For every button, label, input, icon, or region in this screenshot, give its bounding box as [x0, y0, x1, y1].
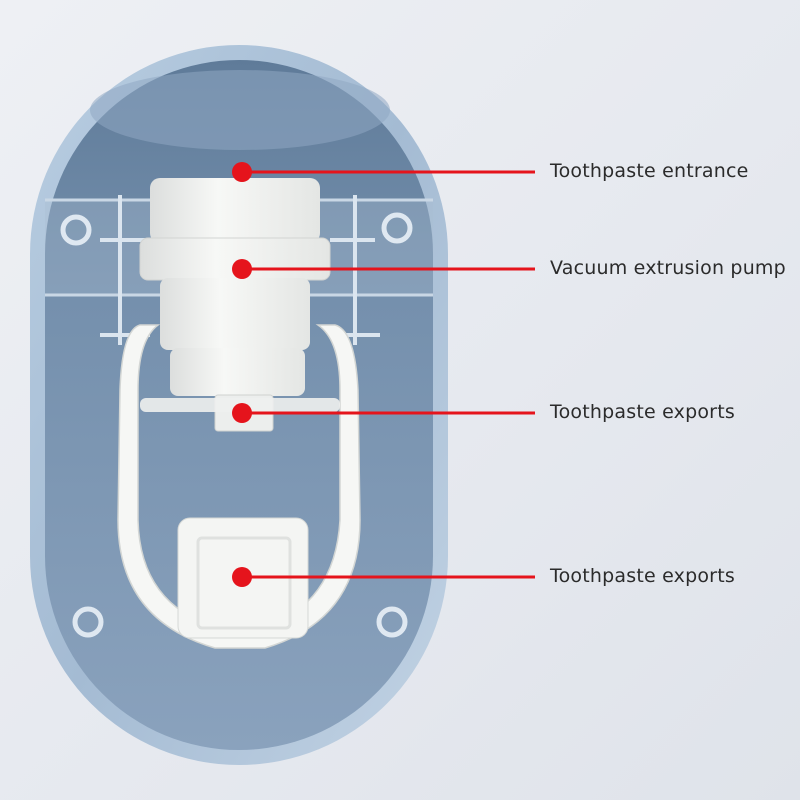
label-toothpaste-entrance: Toothpaste entrance [550, 160, 749, 182]
callout-dot-entrance [232, 162, 252, 182]
label-toothpaste-exports-lower: Toothpaste exports [550, 565, 735, 587]
label-vacuum-extrusion-pump: Vacuum extrusion pump [550, 257, 786, 279]
label-toothpaste-exports-upper: Toothpaste exports [550, 401, 735, 423]
callout-dot-export-lower [232, 567, 252, 587]
callout-markers [242, 170, 535, 579]
callout-dot-export-upper [232, 403, 252, 423]
screw-holes [60, 212, 413, 638]
callout-dots [232, 162, 252, 587]
callout-dot-pump [232, 259, 252, 279]
